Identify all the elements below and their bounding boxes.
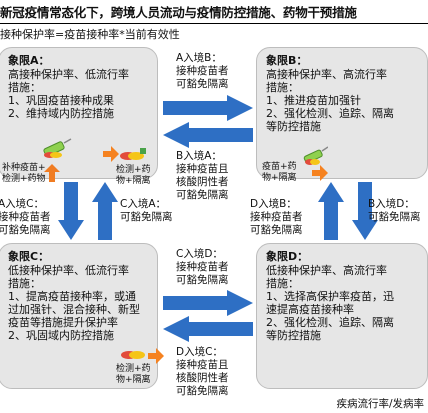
arrow-c-to-d — [163, 290, 253, 316]
label-b-to-a: B入境A：接种疫苗且核酸阴性者可豁免隔离 — [176, 150, 229, 201]
arrow-right-icon — [148, 348, 164, 364]
quadrant-c-line: 过加强针、混合接种、新型 — [8, 303, 140, 316]
quadrant-a-line: 1、巩固疫苗接种成果 — [8, 94, 114, 107]
arrow-b-to-d — [352, 182, 378, 240]
arrow-c-to-a — [92, 182, 118, 240]
quadrant-b-line: 2、强化检测、追踪、隔离 — [266, 107, 394, 120]
label-c-to-a: C入境A：可豁免隔离 — [120, 198, 173, 223]
subtitle: 接种保护率=疫苗接种率*当前有效性 — [0, 28, 180, 41]
arrow-up-icon — [44, 164, 60, 182]
x-axis-label: 疾病流行率/发病率 — [336, 398, 424, 410]
label-d-to-b: D入境B：接种疫苗者可豁免隔离 — [250, 198, 303, 236]
arrow-a-to-c — [58, 182, 84, 240]
quadrant-c-line: 2、巩固域内防控措施 — [8, 329, 114, 342]
quadrant-c-line: 措施： — [8, 277, 41, 290]
arrow-d-to-c — [163, 316, 253, 342]
arrow-right-icon — [312, 165, 328, 181]
quadrant-a-line: 高接种保护率、低流行率 — [8, 68, 129, 81]
label-a-to-b: A入境B：接种疫苗者可豁免隔离 — [176, 52, 229, 90]
quadrant-d-line: 措施： — [266, 277, 299, 290]
quadrant-c-line: 低接种保护率、低流行率 — [8, 264, 129, 277]
quadrant-c-line: 疫苗等措施提升保护率 — [8, 316, 118, 329]
quadrant-b-line: 等防控措施 — [266, 120, 321, 133]
quadrant-a: 象限A： 高接种保护率、低流行率 措施： 1、巩固疫苗接种成果 2、维持域内防控… — [0, 47, 158, 179]
page-title: 新冠疫情常态化下，跨境人员流动与疫情防控措施、药物干预措施 — [0, 5, 357, 20]
quadrant-a-title: 象限A： — [8, 54, 50, 67]
quadrant-b-title: 象限B： — [266, 54, 308, 67]
quadrant-d-line: 等防控措施 — [266, 329, 321, 342]
arrow-right-icon — [103, 146, 119, 162]
syringe-icon — [43, 138, 72, 158]
quadrant-c-line: 1、提高疫苗接种率，或通 — [8, 290, 136, 303]
quadrant-d-title: 象限D： — [266, 250, 309, 263]
quadrant-d-line: 速提高疫苗接种率 — [266, 303, 354, 316]
arrow-b-to-a — [163, 122, 253, 148]
arrow-a-to-b — [163, 95, 253, 121]
quadrant-c-icon-caption: 检测+药物+隔离 — [116, 364, 151, 385]
label-d-to-c: D入境C：接种疫苗且核酸阴性者可豁免隔离 — [176, 346, 229, 397]
quadrant-b-line: 1、推进疫苗加强针 — [266, 94, 361, 107]
title-divider — [0, 23, 428, 24]
label-b-to-d: B入境D：可豁免隔离 — [368, 198, 421, 223]
pills-icon — [120, 148, 146, 160]
quadrant-c-title: 象限C： — [8, 250, 50, 263]
pills-icon — [121, 351, 145, 359]
quadrant-b-line: 措施： — [266, 81, 299, 94]
quadrant-b-line: 高接种保护率、高流行率 — [266, 68, 387, 81]
quadrant-b: 象限B： 高接种保护率、高流行率 措施： 1、推进疫苗加强针 2、强化检测、追踪… — [256, 47, 428, 179]
quadrant-a-line: 措施： — [8, 81, 41, 94]
quadrant-d-line: 低接种保护率、高流行率 — [266, 264, 387, 277]
arrow-d-to-b — [318, 182, 344, 240]
quadrant-d-line: 1、选择高保护率疫苗，迅 — [266, 290, 394, 303]
quadrant-b-icon-caption: 疫苗+药物+隔离 — [262, 162, 297, 183]
label-c-to-d: C入境D：接种疫苗者可豁免隔离 — [176, 248, 229, 286]
quadrant-a-icon2-caption: 检测+药物+隔离 — [116, 165, 151, 186]
quadrant-d: 象限D： 低接种保护率、高流行率 措施： 1、选择高保护率疫苗，迅 速提高疫苗接… — [256, 243, 428, 389]
quadrant-d-line: 2、强化检测、追踪、隔离 — [266, 316, 394, 329]
quadrant-c: 象限C： 低接种保护率、低流行率 措施： 1、提高疫苗接种率，或通 过加强针、混… — [0, 243, 158, 389]
label-a-to-c: A入境C：接种疫苗者可豁免隔离 — [0, 198, 51, 236]
quadrant-a-icon-caption: 补种疫苗+检测+药物 — [2, 163, 46, 184]
quadrant-a-line: 2、维持域内防控措施 — [8, 107, 114, 120]
syringe-icon — [303, 146, 328, 165]
